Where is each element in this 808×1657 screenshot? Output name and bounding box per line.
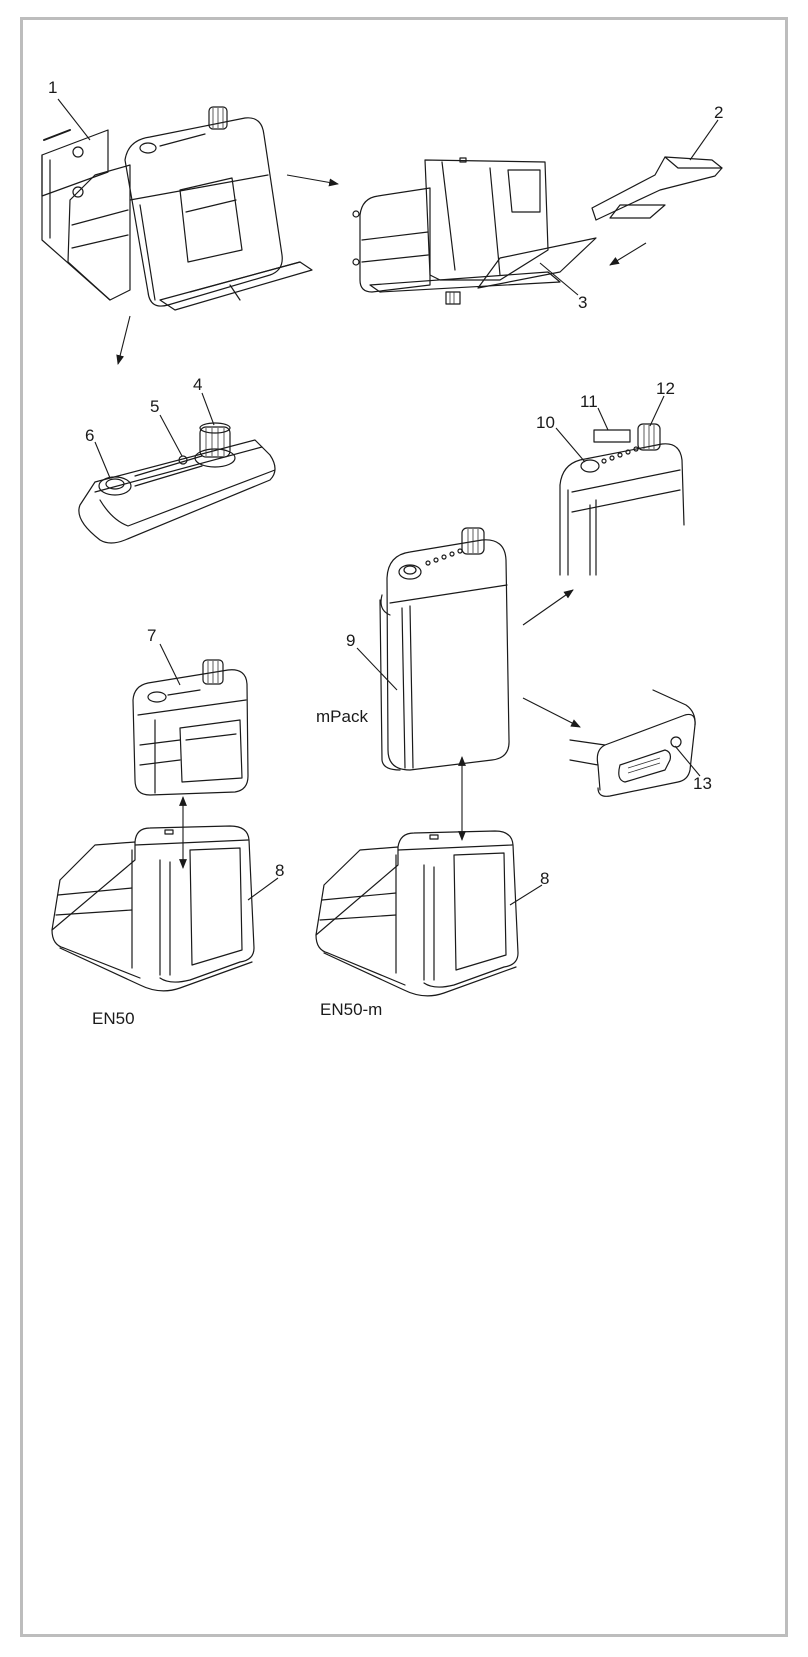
callout-8-en50-m: 8 <box>540 869 549 888</box>
caption-mpack: mPack <box>316 707 368 726</box>
callout-8-en50: 8 <box>275 861 284 880</box>
charger-en50 <box>52 826 254 991</box>
charger-en50-m <box>316 831 518 996</box>
caption-en50-m: EN50-m <box>320 1000 382 1019</box>
top-cap-detail <box>79 423 275 543</box>
callout-13: 13 <box>693 774 712 793</box>
caption-en50: EN50 <box>92 1009 135 1028</box>
callout-9: 9 <box>346 631 355 650</box>
callout-1: 1 <box>48 78 57 97</box>
arrow-to-top-detail <box>523 590 573 625</box>
arrow-to-clip <box>287 175 338 184</box>
callout-12: 12 <box>656 379 675 398</box>
callout-4: 4 <box>193 375 202 394</box>
arrow-clip-insert <box>610 243 646 265</box>
receiver-on-bracket <box>42 107 312 310</box>
callout-2: 2 <box>714 103 723 122</box>
mpack-bottom-detail <box>570 690 695 796</box>
callout-11: 11 <box>580 392 598 411</box>
callout-5: 5 <box>150 397 159 416</box>
mpack-unit-9 <box>380 528 509 770</box>
mpack-top-detail <box>560 424 684 575</box>
callout-7: 7 <box>147 626 156 645</box>
callout-3: 3 <box>578 293 587 312</box>
callout-10: 10 <box>536 413 555 432</box>
receiver-with-belt-clip <box>353 157 722 304</box>
arrow-to-cap <box>118 316 130 364</box>
receiver-unit-7 <box>133 660 248 795</box>
callout-6: 6 <box>85 426 94 445</box>
arrow-to-bottom-detail <box>523 698 580 727</box>
